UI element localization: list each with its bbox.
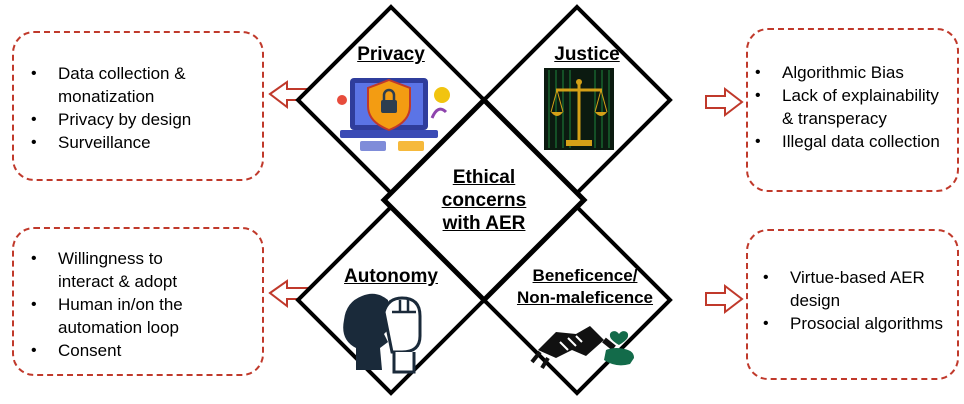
autonomy-bullet-2: Human in/on the <box>31 293 262 316</box>
privacy-bullet-3: Surveillance <box>31 131 262 154</box>
privacy-bullet-2: Privacy by design <box>31 108 262 131</box>
autonomy-bullet-2-cont: automation loop <box>58 318 179 337</box>
autonomy-title: Autonomy <box>344 266 438 287</box>
justice-scale-icon <box>544 68 614 150</box>
handshake-heart-icon <box>530 326 634 370</box>
justice-concerns-box: Algorithmic Bias Lack of explainability … <box>746 28 959 192</box>
center-title-line-2: concerns <box>441 190 527 211</box>
beneficence-title-line1: Beneficence/ <box>532 266 638 285</box>
privacy-bullet-1-cont: monatization <box>58 87 155 106</box>
beneficence-bullet-2: Prosocial algorithms <box>763 312 957 335</box>
justice-bullet-2-cont: & transperacy <box>782 109 887 128</box>
privacy-title: Privacy <box>357 44 425 65</box>
autonomy-concerns-box: Willingness to interact & adopt Human in… <box>12 227 264 376</box>
raised-fist-head-icon <box>343 293 422 374</box>
justice-bullet-2: Lack of explainability <box>755 84 957 107</box>
center-diamond <box>380 96 588 304</box>
arrow-to-justice-box <box>705 86 744 118</box>
beneficence-bullet-1-cont: design <box>790 291 841 310</box>
center-title-line-1: Ethical <box>452 167 516 188</box>
arrow-to-beneficence-box <box>705 283 744 315</box>
justice-bullet-3: Illegal data collection <box>755 130 957 153</box>
justice-title: Justice <box>554 44 620 65</box>
privacy-bullet-1: Data collection & <box>31 62 262 85</box>
beneficence-bullet-1: Virtue-based AER <box>763 266 957 289</box>
center-title: Ethical concerns with AER <box>424 166 544 235</box>
beneficence-concerns-box: Virtue-based AER design Prosocial algori… <box>746 229 959 380</box>
autonomy-bullet-1-cont: interact & adopt <box>58 272 178 291</box>
justice-bullet-1: Algorithmic Bias <box>755 61 957 84</box>
beneficence-title-line2: Non-maleficence <box>516 288 654 307</box>
center-title-line-3: with AER <box>442 213 526 234</box>
autonomy-bullet-1: Willingness to <box>31 247 262 270</box>
autonomy-bullet-3: Consent <box>31 339 262 362</box>
security-laptop-icon <box>337 78 450 151</box>
privacy-concerns-box: Data collection & monatization Privacy b… <box>12 31 264 181</box>
